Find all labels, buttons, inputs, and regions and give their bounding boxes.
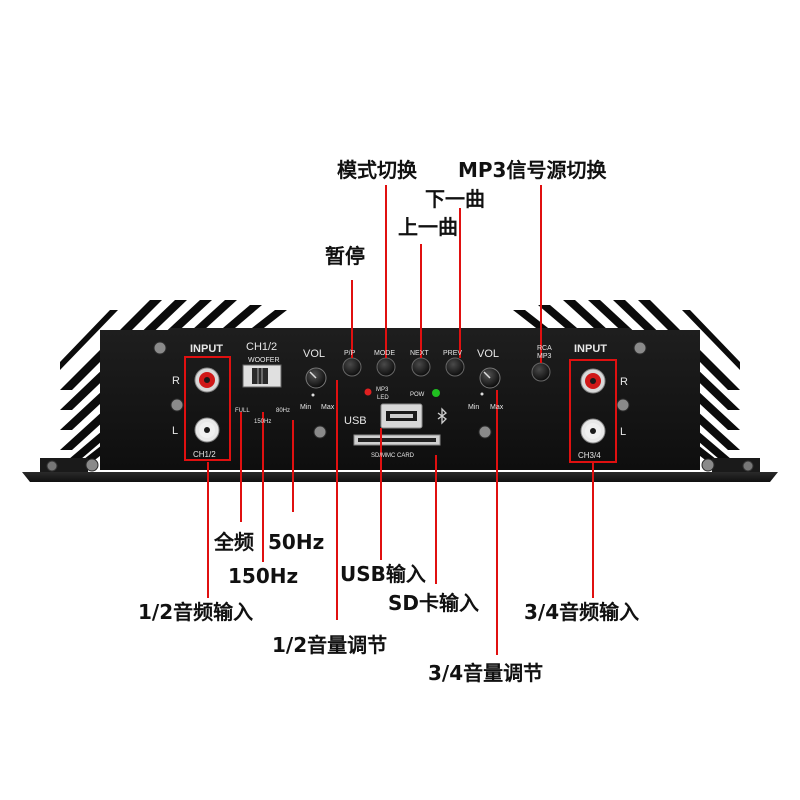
callout-mp3-source-switch: MP3信号源切换 bbox=[458, 158, 607, 182]
mp3-label: MP3 bbox=[537, 353, 552, 360]
l-label-right: L bbox=[620, 426, 626, 438]
next-button[interactable] bbox=[411, 357, 431, 377]
callout-pause: 暂停 bbox=[325, 244, 365, 268]
max-label-left: Max bbox=[321, 404, 335, 411]
callout-ch12-input: 1/2音频输入 bbox=[138, 600, 254, 624]
callout-50hz: 50Hz bbox=[268, 530, 325, 554]
callout-usb-input: USB输入 bbox=[340, 562, 426, 586]
callout-prev-track: 上一曲 bbox=[398, 215, 458, 239]
callout-lines bbox=[207, 185, 594, 655]
ch12-footer: CH1/2 bbox=[193, 450, 216, 459]
min-label-right: Min bbox=[468, 404, 479, 411]
f80-label: 80Hz bbox=[276, 408, 290, 414]
source-switch-button[interactable] bbox=[531, 362, 551, 382]
full-label: FULL bbox=[235, 408, 250, 414]
pause-button[interactable] bbox=[342, 357, 362, 377]
l-label-left: L bbox=[172, 425, 178, 437]
panel-screws bbox=[85, 341, 715, 472]
ch12-input-frame bbox=[184, 356, 231, 461]
mode-button[interactable] bbox=[376, 357, 396, 377]
ch12-header: CH1/2 bbox=[246, 341, 277, 353]
callout-mode-switch: 模式切换 bbox=[337, 158, 417, 182]
mp3-led bbox=[364, 388, 372, 396]
callout-sd-input: SD卡输入 bbox=[388, 591, 480, 615]
callout-150hz: 150Hz bbox=[228, 564, 299, 588]
ch34-footer: CH3/4 bbox=[578, 451, 601, 460]
r-label-right: R bbox=[620, 376, 628, 388]
f150-label: 150Hz bbox=[254, 419, 271, 425]
callout-ch12-volume: 1/2音量调节 bbox=[272, 633, 388, 657]
mp3-led-label: MP3 bbox=[376, 387, 389, 393]
callout-ch34-input: 3/4音频输入 bbox=[524, 600, 640, 624]
vol-label-right: VOL bbox=[477, 348, 499, 360]
callout-next-track: 下一曲 bbox=[425, 187, 485, 211]
sd-card-label: SD/MMC CARD bbox=[371, 453, 415, 459]
input-label-right: INPUT bbox=[574, 343, 607, 355]
bluetooth-icon bbox=[437, 407, 447, 425]
max-label-right: Max bbox=[490, 404, 504, 411]
next-label: NEXT bbox=[410, 350, 429, 357]
r-label-left: R bbox=[172, 375, 180, 387]
mounting-flange bbox=[22, 472, 778, 482]
min-label-left: Min bbox=[300, 404, 311, 411]
prev-button[interactable] bbox=[445, 357, 465, 377]
vol-label-left: VOL bbox=[303, 348, 325, 360]
led-label: LED bbox=[377, 395, 389, 401]
callout-full-range: 全频 bbox=[214, 530, 254, 554]
input-label-left: INPUT bbox=[190, 343, 223, 355]
usb-label: USB bbox=[344, 415, 367, 427]
power-led bbox=[432, 389, 440, 397]
prev-label: PREV bbox=[443, 350, 462, 357]
rca-label: RCA bbox=[537, 345, 552, 352]
pp-label: P/P bbox=[344, 350, 356, 357]
callout-ch34-volume: 3/4音量调节 bbox=[428, 661, 544, 685]
mode-label: MODE bbox=[374, 350, 395, 357]
woofer-label: WOOFER bbox=[248, 357, 280, 364]
pow-label: POW bbox=[410, 392, 425, 398]
